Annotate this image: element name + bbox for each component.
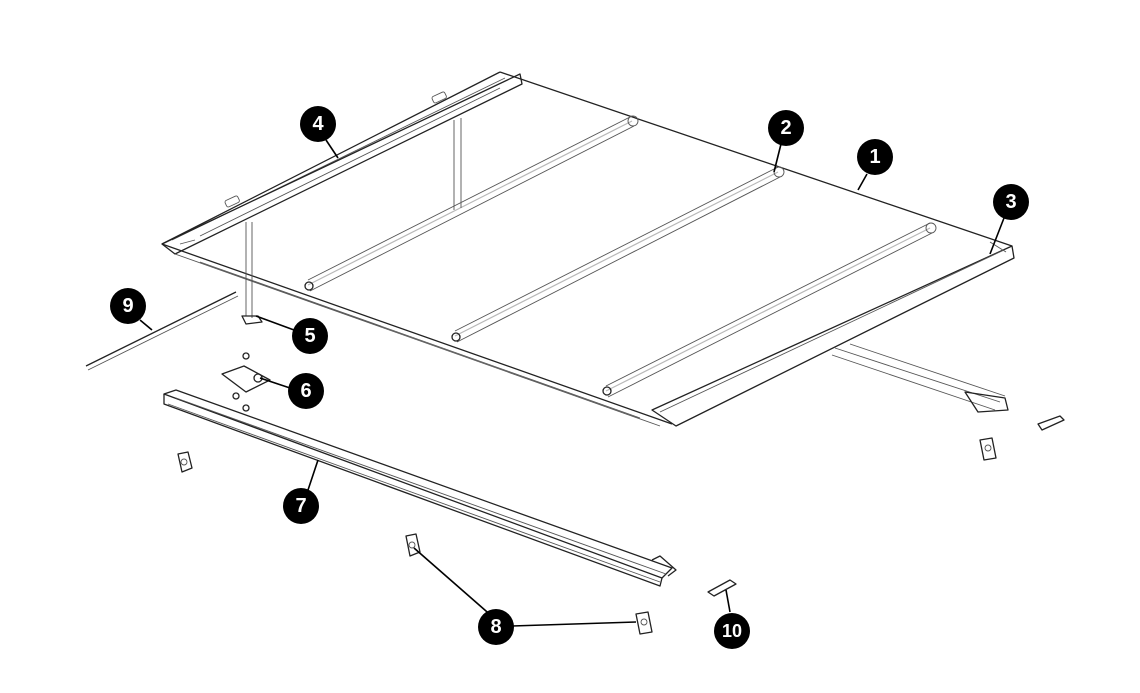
clamp-parts xyxy=(177,437,997,635)
support-legs xyxy=(241,118,462,325)
callout-1-label: 1 xyxy=(869,146,880,168)
callout-2: 2 xyxy=(768,110,804,146)
cover-bows xyxy=(304,115,937,398)
callout-9-label: 9 xyxy=(122,295,133,317)
callout-8: 8 xyxy=(478,609,514,645)
callout-4-label: 4 xyxy=(312,113,324,135)
callout-3: 3 xyxy=(993,184,1029,220)
callout-2-label: 2 xyxy=(780,117,791,139)
callout-9: 9 xyxy=(110,288,146,324)
callout-6-label: 6 xyxy=(300,380,311,402)
callout-7: 7 xyxy=(283,488,319,524)
end-cap-parts xyxy=(707,415,1065,597)
callout-6: 6 xyxy=(288,373,324,409)
leader-lines xyxy=(139,139,1005,627)
callout-10: 10 xyxy=(714,613,750,649)
bracket-part xyxy=(221,352,271,412)
callout-4: 4 xyxy=(300,106,336,142)
callout-7-label: 7 xyxy=(295,495,306,517)
rear-track xyxy=(831,343,1009,413)
callout-5-label: 5 xyxy=(304,325,315,347)
callout-5: 5 xyxy=(292,318,328,354)
rod-part xyxy=(85,291,239,371)
callout-10-label: 10 xyxy=(722,621,742,641)
callout-1: 1 xyxy=(857,139,893,175)
callout-8-label: 8 xyxy=(490,616,501,638)
cover-panel xyxy=(161,71,1015,427)
callout-3-label: 3 xyxy=(1005,191,1016,213)
side-rail-part xyxy=(163,389,677,587)
